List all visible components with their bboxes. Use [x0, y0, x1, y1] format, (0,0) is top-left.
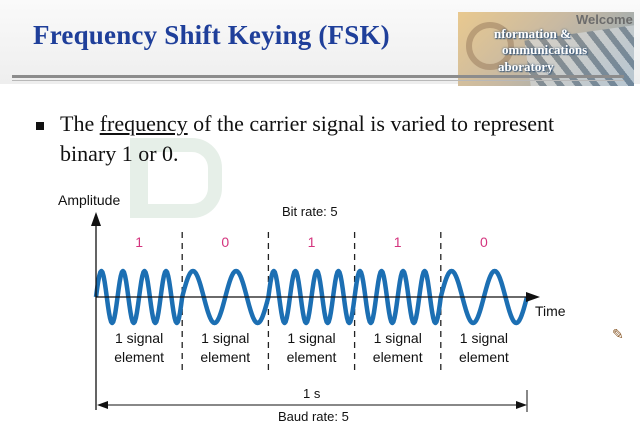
bit-label: 0 — [221, 234, 229, 250]
amplitude-label: Amplitude — [58, 192, 120, 208]
time-label: Time — [535, 303, 566, 319]
duration-arrow-left — [97, 401, 108, 409]
watermark-letter — [130, 138, 222, 218]
bullet-keyword: frequency — [99, 111, 188, 136]
signal-element-label: 1 signal — [201, 330, 249, 346]
signal-element-label: 1 signal — [374, 330, 422, 346]
slide-title: Frequency Shift Keying (FSK) — [33, 20, 390, 50]
bit-rate-label: Bit rate: 5 — [282, 204, 338, 219]
bit-label: 1 — [394, 234, 402, 250]
bullet-text-start: The — [60, 111, 100, 136]
logo-circle-icon — [466, 22, 514, 70]
lab-logo: nformation & ommunications aboratory — [458, 12, 634, 86]
bit-labels: 1 0 1 1 0 — [135, 234, 488, 250]
bit-label: 0 — [480, 234, 488, 250]
signal-element-label: 1 signal — [460, 330, 508, 346]
welcome-label: Welcome — [576, 12, 633, 27]
amplitude-axis-arrow — [91, 212, 101, 226]
logo-line-3: aboratory — [498, 59, 554, 74]
signal-element-label-line2: element — [287, 349, 337, 365]
element-labels: 1 signal element 1 signal element 1 signal el… — [114, 330, 509, 365]
duration-arrow-right — [516, 401, 527, 409]
header-divider — [12, 75, 624, 78]
signal-element-label: 1 signal — [115, 330, 163, 346]
signal-element-label-line2: element — [459, 349, 509, 365]
signal-element-label-line2: element — [114, 349, 164, 365]
bit-label: 1 — [135, 234, 143, 250]
header-divider-thin — [12, 80, 624, 81]
duration-label: 1 s — [303, 386, 321, 401]
logo-line-1: nformation & — [494, 26, 571, 41]
signal-element-label: 1 signal — [287, 330, 335, 346]
signal-element-label-line2: element — [373, 349, 423, 365]
signal-element-label-line2: element — [200, 349, 250, 365]
bullet-marker — [36, 122, 44, 130]
baud-rate-label: Baud rate: 5 — [278, 409, 349, 424]
bit-label: 1 — [308, 234, 316, 250]
bullet-text: The frequency of the carrier signal is v… — [60, 109, 560, 169]
logo-line-2: ommunications — [502, 42, 588, 57]
bullet-text-end: of the carrier signal is varied to repre… — [60, 111, 555, 166]
time-axis-arrow — [526, 292, 540, 302]
pen-cursor-icon: ✎ — [612, 326, 624, 342]
